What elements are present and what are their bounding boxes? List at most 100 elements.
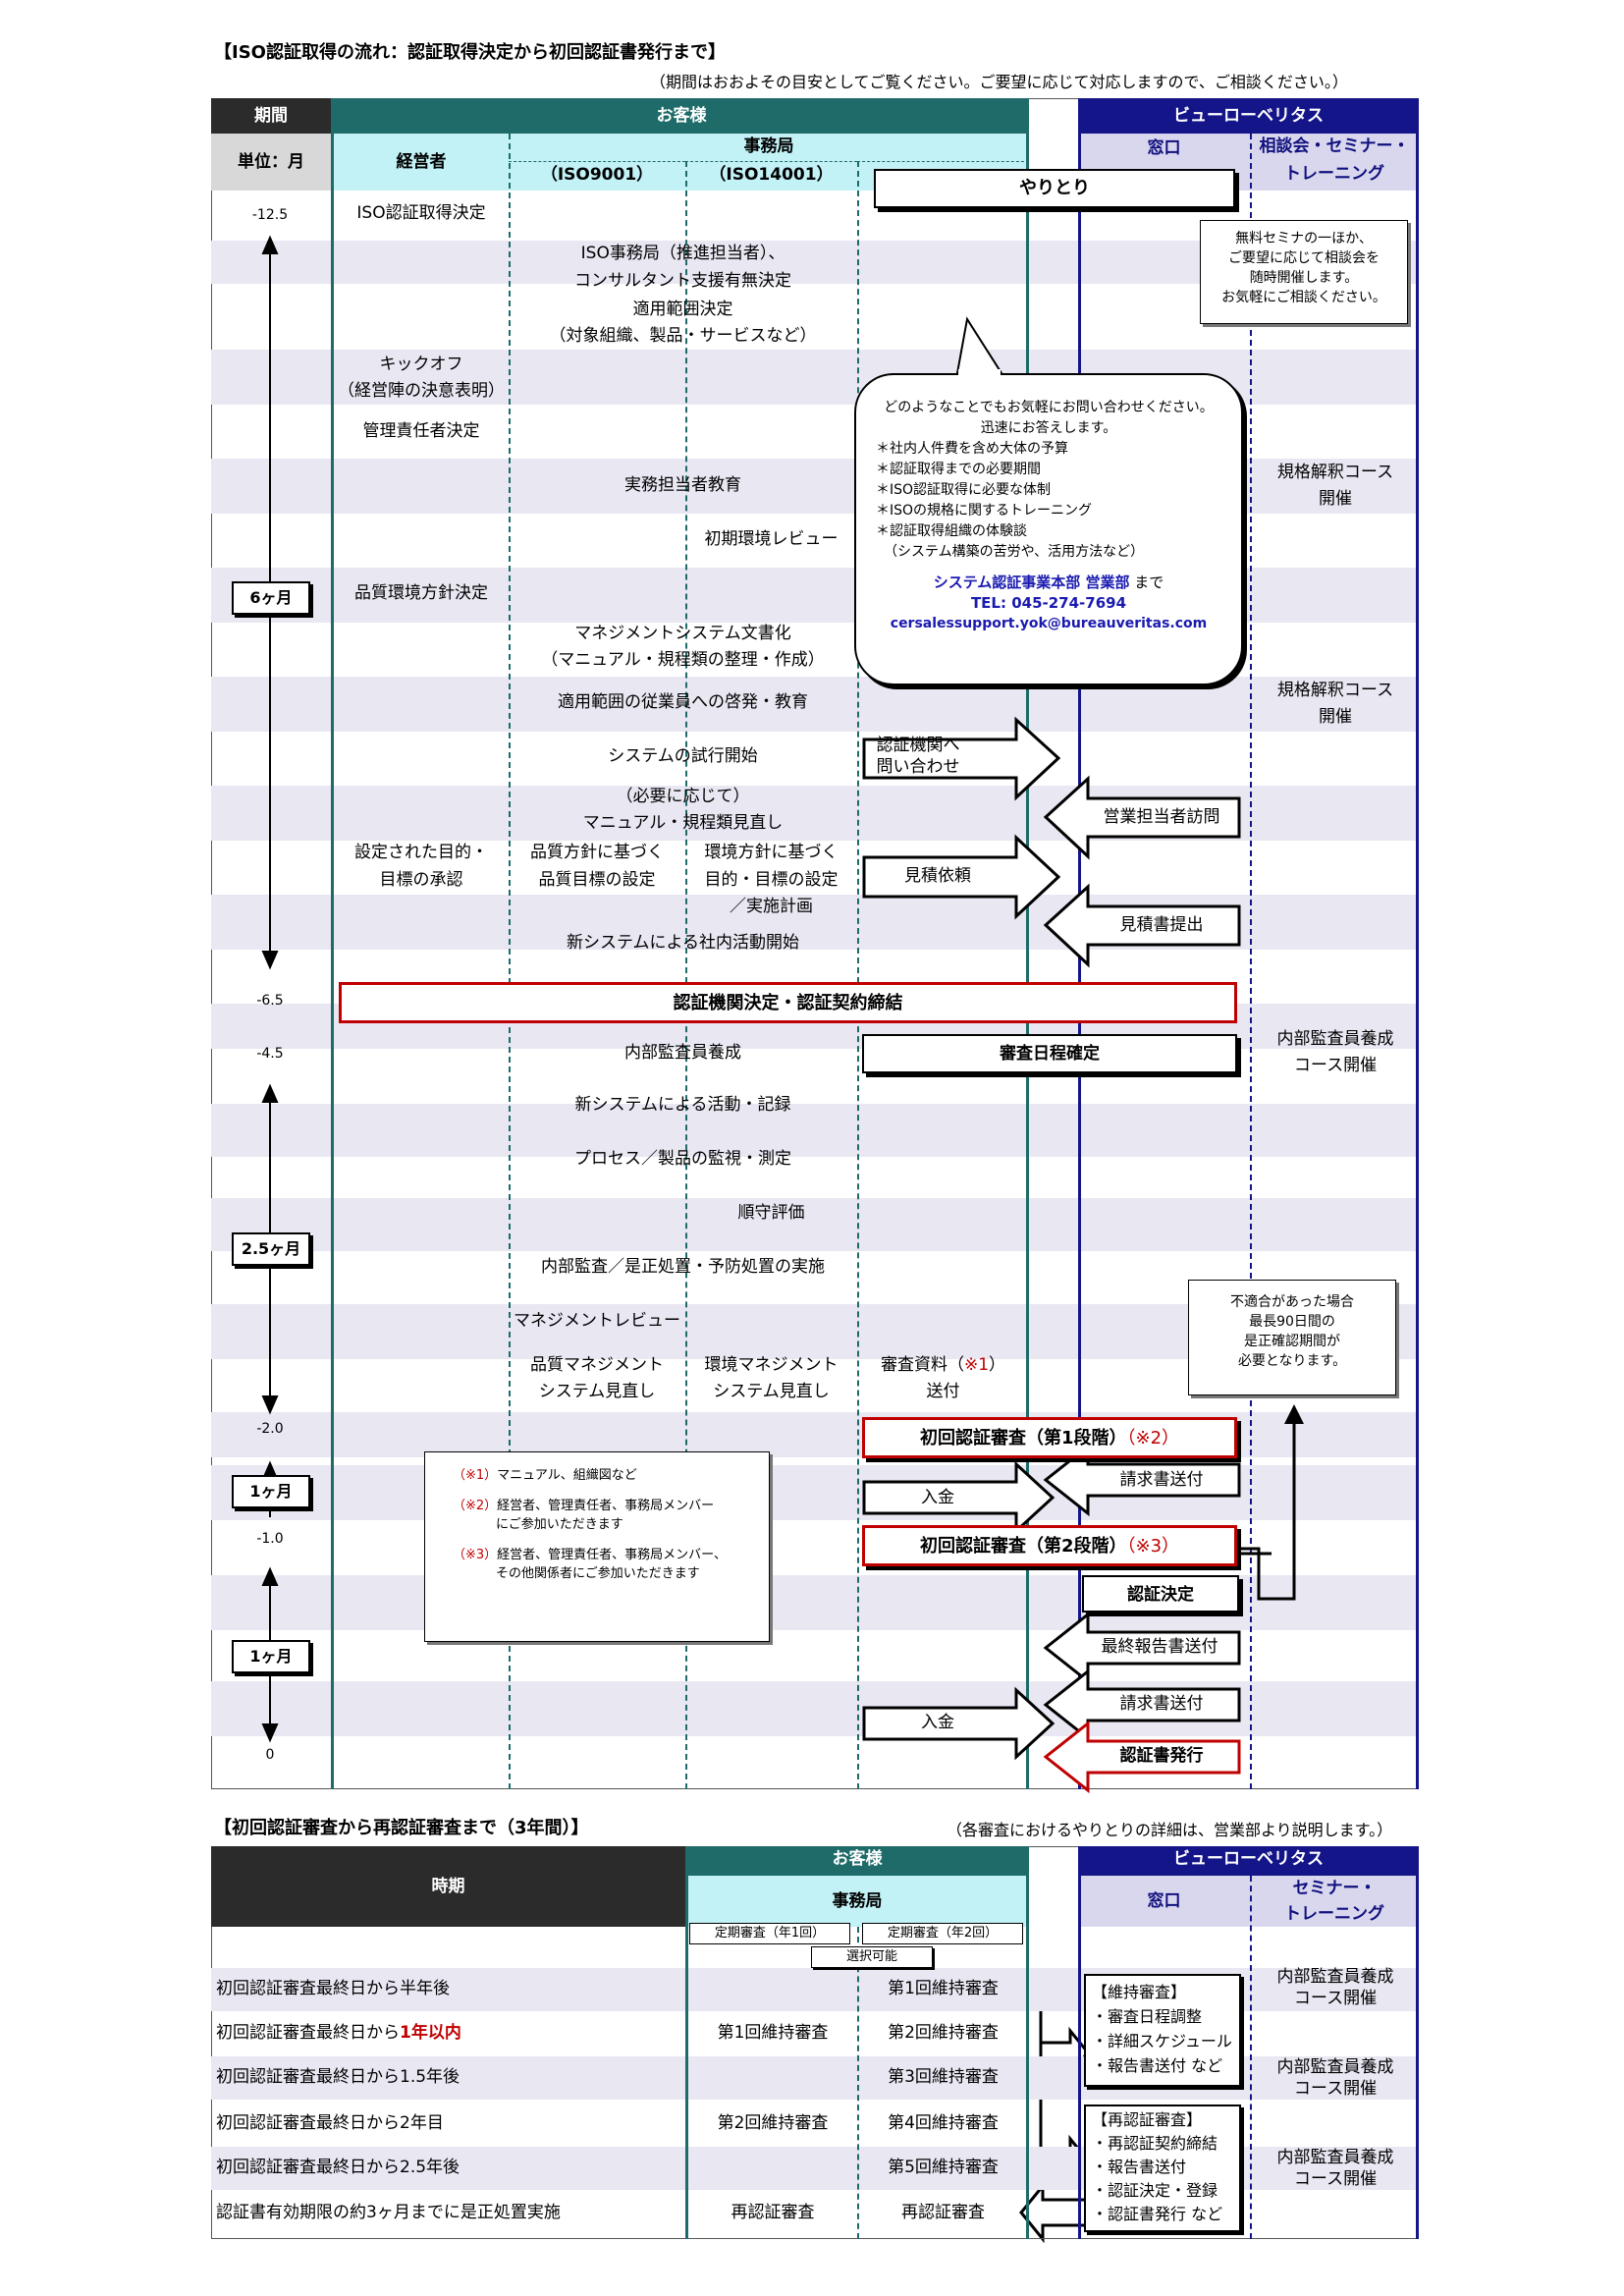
unit-header: 単位：月 bbox=[211, 134, 331, 191]
arrow-label: 最終報告書送付 bbox=[1101, 1637, 1218, 1657]
bv-header: ビューローベリタス bbox=[1078, 1846, 1419, 1876]
step: （対象組織、製品・サービスなど） bbox=[549, 326, 817, 346]
footnote-box: （※1）マニュアル、組織図など （※2）経営者、管理責任者、事務局メンバー にご… bbox=[424, 1451, 770, 1642]
row-cell: 第3回維持審査 bbox=[888, 2067, 999, 2087]
step: 実務担当者教育 bbox=[624, 475, 741, 495]
arrow-label: 入金 bbox=[921, 1713, 954, 1732]
executive-header: 経営者 bbox=[334, 134, 509, 191]
step: 環境マネジメント bbox=[704, 1355, 839, 1375]
customer-header: お客様 bbox=[334, 98, 1029, 134]
step: ISO認証取得決定 bbox=[356, 203, 486, 223]
step: キックオフ bbox=[379, 355, 463, 374]
arrow-label: 見積依頼 bbox=[904, 866, 971, 886]
arrow-label: 見積書提出 bbox=[1119, 915, 1204, 935]
step: 管理責任者決定 bbox=[362, 421, 480, 441]
step: マニュアル・規程類見直し bbox=[582, 813, 784, 833]
step: ISO事務局（推進担当者）、 bbox=[580, 244, 785, 263]
step: システムの試行開始 bbox=[608, 746, 758, 766]
row-label: 初回認証審査最終日から1.5年後 bbox=[216, 2067, 460, 2087]
duration-badge: 2.5ヶ月 bbox=[232, 1232, 310, 1266]
course-label: コース開催 bbox=[1293, 2169, 1378, 2189]
selectable-label: 選択可能 bbox=[811, 1946, 933, 1968]
row-cell: 再認証審査 bbox=[901, 2203, 985, 2222]
arrow-label: 問い合わせ bbox=[876, 757, 960, 777]
duration-badge: 1ヶ月 bbox=[232, 1475, 310, 1508]
course-label: 開催 bbox=[1319, 707, 1352, 727]
step: マネジメントレビュー bbox=[514, 1311, 680, 1331]
time-label: -2.0 bbox=[256, 1421, 284, 1437]
step: 新システムによる活動・記録 bbox=[574, 1095, 791, 1115]
duration-badge: 1ヶ月 bbox=[232, 1640, 310, 1673]
row-cell: 第2回維持審査 bbox=[888, 2023, 999, 2043]
step: 新システムによる社内活動開始 bbox=[567, 933, 799, 953]
course-label: コース開催 bbox=[1293, 2079, 1378, 2099]
time-label: -4.5 bbox=[256, 1046, 284, 1062]
seminar-note: 無料セミナの一ほか、ご要望に応じて相談会を随時開催します。お気軽にご相談ください… bbox=[1200, 220, 1408, 324]
step: システム見直し bbox=[713, 1382, 830, 1401]
yaritori-box: やりとり bbox=[874, 169, 1235, 208]
step: 送付 bbox=[926, 1382, 960, 1401]
arrow-label: 営業担当者訪問 bbox=[1103, 807, 1220, 827]
period-header: 期間 bbox=[211, 98, 331, 134]
step: （マニュアル・規程類の整理・作成） bbox=[541, 650, 825, 670]
training-header: トレーニング bbox=[1250, 1901, 1419, 1927]
nonconformity-note: 不適合があった場合最長90日間の是正確認期間が必要となります。 bbox=[1188, 1280, 1396, 1395]
consult-header: 相談会・セミナー・ bbox=[1250, 134, 1419, 161]
row-label: 初回認証審査最終日から2.5年後 bbox=[216, 2158, 460, 2177]
customer-header: お客様 bbox=[685, 1846, 1029, 1876]
step: マネジメントシステム文書化 bbox=[574, 624, 791, 643]
step: 品質環境方針決定 bbox=[354, 583, 488, 603]
step: 適用範囲の従業員への啓発・教育 bbox=[558, 692, 808, 712]
step: コンサルタント支援有無決定 bbox=[574, 271, 791, 291]
audit-type-label: 定期審査（年2回） bbox=[862, 1923, 1023, 1944]
contact-bubble bbox=[854, 373, 1243, 685]
arrow-label: 請求書送付 bbox=[1119, 1694, 1204, 1714]
row-cell: 第1回維持審査 bbox=[888, 1979, 999, 1998]
decision-box: 認証決定 bbox=[1082, 1575, 1239, 1613]
audit-stage1: 初回認証審査（第1段階）（※2） bbox=[862, 1417, 1237, 1458]
course-label: コース開催 bbox=[1293, 1989, 1378, 2008]
row-cell: 第5回維持審査 bbox=[888, 2158, 999, 2177]
step: 内部監査員養成 bbox=[624, 1043, 741, 1063]
window-header: 窓口 bbox=[1078, 1876, 1250, 1927]
audit-stage2: 初回認証審査（第2段階）（※3） bbox=[862, 1525, 1237, 1566]
course-label: コース開催 bbox=[1293, 1056, 1378, 1075]
step: ／実施計画 bbox=[730, 897, 813, 916]
step: 品質目標の設定 bbox=[538, 870, 656, 890]
office-header: 事務局 bbox=[685, 1876, 1029, 1927]
bv-header: ビューローベリタス bbox=[1078, 98, 1419, 134]
section-title: 【初回認証審査から再認証審査まで（3年間）】 bbox=[214, 1818, 589, 1838]
audit-type-label: 定期審査（年1回） bbox=[689, 1923, 850, 1944]
iso14001-header: （ISO14001） bbox=[685, 161, 857, 191]
page-note: （期間はおおよその目安としてご覧ください。ご要望に応じて対応しますので、ご相談く… bbox=[650, 73, 1348, 91]
section-note: （各審査におけるやりとりの詳細は、営業部より説明します。） bbox=[947, 1821, 1393, 1839]
duration-badge: 6ヶ月 bbox=[232, 581, 310, 615]
step: 初期環境レビュー bbox=[704, 529, 839, 549]
course-label: 内部監査員養成 bbox=[1276, 1967, 1394, 1987]
arrow-label: 請求書送付 bbox=[1119, 1470, 1204, 1490]
row-cell: 第4回維持審査 bbox=[888, 2113, 999, 2133]
step: システム見直し bbox=[538, 1382, 656, 1401]
step: 設定された目的・ bbox=[354, 843, 488, 862]
row-cell: 第2回維持審査 bbox=[717, 2113, 829, 2133]
time-label: 0 bbox=[265, 1747, 275, 1763]
step: プロセス／製品の監視・測定 bbox=[574, 1149, 791, 1169]
row-label: 初回認証審査最終日から2年目 bbox=[216, 2113, 444, 2133]
step: 内部監査／是正処置・予防処置の実施 bbox=[541, 1257, 825, 1277]
step: 目標の承認 bbox=[379, 870, 463, 890]
step: （必要に応じて） bbox=[616, 787, 750, 806]
step: （経営陣の決意表明） bbox=[338, 381, 505, 401]
step: 目的・目標の設定 bbox=[704, 870, 839, 890]
time-label: -1.0 bbox=[256, 1531, 284, 1547]
row-label: 初回認証審査最終日から半年後 bbox=[216, 1979, 450, 1998]
schedule-box: 審査日程確定 bbox=[862, 1034, 1237, 1073]
course-label: 内部監査員養成 bbox=[1276, 1029, 1394, 1049]
time-label: -12.5 bbox=[251, 207, 289, 223]
page-title: 【ISO認証取得の流れ：認証取得決定から初回認証書発行まで】 bbox=[214, 42, 726, 63]
row-label: 認証書有効期限の約3ヶ月までに是正処置実施 bbox=[216, 2203, 561, 2222]
iso9001-header: （ISO9001） bbox=[509, 161, 685, 191]
step: 品質マネジメント bbox=[530, 1355, 664, 1375]
step: 順守評価 bbox=[737, 1203, 805, 1223]
period-header: 時期 bbox=[211, 1846, 685, 1927]
row-label: 初回認証審査最終日から1年以内 bbox=[216, 2023, 461, 2043]
